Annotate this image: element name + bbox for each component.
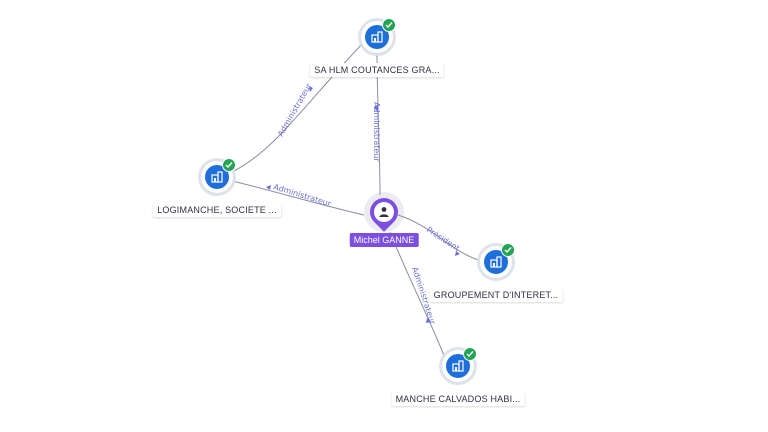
edge-label-person-sa-hlm: Administrateur	[372, 102, 381, 162]
edge-label-person-groupement: Président	[425, 224, 462, 253]
arrow-icon	[426, 318, 431, 323]
company-avatar[interactable]	[361, 18, 396, 53]
building-icon	[371, 31, 383, 43]
verified-check-icon	[222, 158, 236, 172]
verified-check-icon	[382, 18, 396, 32]
arrow-icon	[374, 104, 378, 112]
edge-label-logimanche-sa-hlm: Administrateur	[276, 81, 314, 138]
person-label[interactable]: Michel GANNE	[349, 233, 419, 247]
verified-check-icon	[463, 347, 477, 361]
verified-check-icon	[501, 243, 515, 257]
building-icon	[211, 171, 223, 183]
company-label-logimanche[interactable]: LOGIMANCHE, SOCIETE ...	[153, 203, 281, 217]
company-label-groupement[interactable]: GROUPEMENT D'INTERET...	[429, 288, 563, 302]
company-avatar[interactable]	[442, 347, 477, 382]
edge-person-groupement	[397, 214, 479, 261]
arrow-icon	[309, 86, 313, 92]
company-avatar[interactable]	[201, 158, 236, 193]
arrow-icon	[455, 251, 460, 256]
company-label-sa-hlm[interactable]: SA HLM COUTANCES GRA...	[310, 63, 444, 77]
building-icon	[452, 360, 464, 372]
company-label-manche-calvados[interactable]: MANCHE CALVADOS HABI...	[391, 392, 525, 406]
building-icon	[490, 256, 502, 268]
company-avatar[interactable]	[480, 243, 515, 278]
arrow-icon	[266, 185, 271, 190]
person-icon	[379, 207, 389, 217]
edge-label-person-logimanche: Administrateur	[272, 182, 332, 208]
edge-person-logimanche	[231, 180, 365, 216]
